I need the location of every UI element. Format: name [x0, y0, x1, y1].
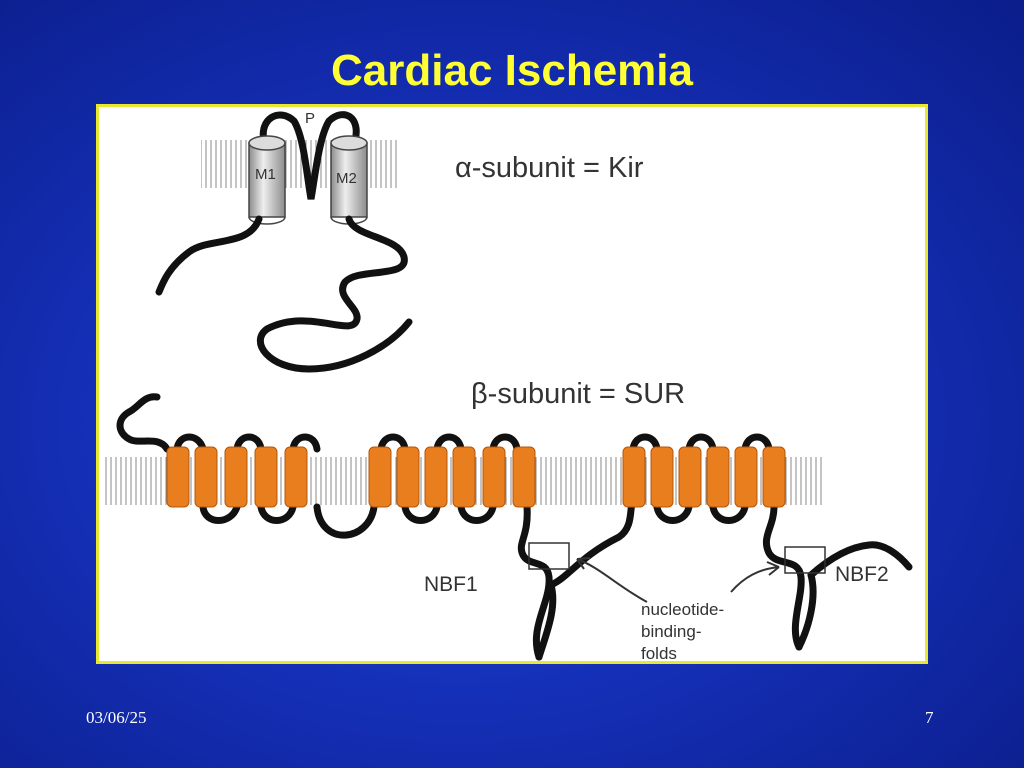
alpha-subunit-label: α-subunit = Kir [455, 152, 644, 184]
slide-date: 03/06/25 [86, 708, 147, 727]
nbf2-box [784, 546, 826, 574]
beta-subunit-label: β-subunit = SUR [471, 378, 685, 410]
nbf1-box [528, 542, 570, 570]
diagram-canvas: M1 M2 P α-subunit = Kir β-subunit = SUR [103, 110, 913, 661]
p-label: P [305, 110, 315, 127]
slide-page-number: 7 [925, 708, 934, 727]
annotation-line-2: binding- [641, 622, 702, 641]
kir-subunit: M1 M2 P [155, 110, 413, 373]
kir-n-terminus [155, 215, 263, 296]
m1-helix [248, 135, 286, 225]
slide-title: Cardiac Ischemia [331, 46, 693, 95]
nbf1-label: NBF1 [424, 573, 478, 596]
sur-n-terminus [116, 393, 171, 453]
kir-c-terminus [257, 215, 413, 373]
pore-loop [259, 111, 360, 200]
sur-helices [166, 446, 786, 508]
annotation-arrows [576, 557, 780, 603]
sur-loops [173, 433, 913, 661]
annotation-line-1: nucleotide- [641, 600, 724, 619]
nbf2-label: NBF2 [835, 563, 889, 586]
annotation-line-3: folds [641, 644, 677, 661]
m2-label: M2 [336, 170, 357, 187]
ion-channel-diagram: M1 M2 P α-subunit = Kir β-subunit = SUR [96, 104, 928, 664]
sur-subunit: NBF1 NBF2 nucleotide- binding- folds [103, 393, 913, 661]
m1-label: M1 [255, 166, 276, 183]
